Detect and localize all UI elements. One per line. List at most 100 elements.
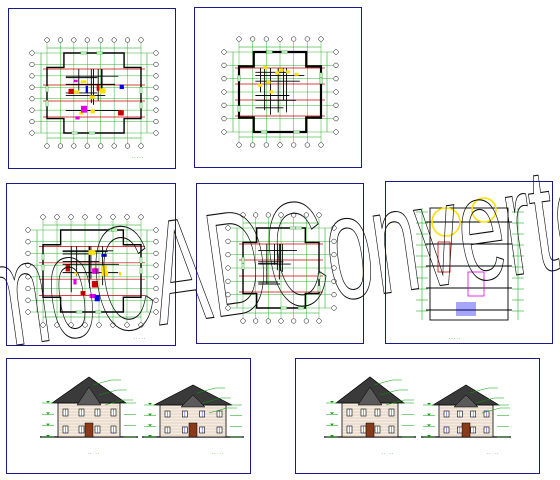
axis-bubble [221, 76, 227, 82]
axis-bubble [25, 297, 31, 303]
axis-bubble [29, 96, 35, 102]
axis-bubble [291, 212, 297, 218]
axis-bubble [331, 225, 337, 231]
leader-line [92, 379, 112, 386]
axis-bubble [303, 318, 309, 324]
furniture-block [80, 291, 86, 296]
level-triangle [46, 435, 50, 437]
axis-bubble [29, 84, 35, 90]
leader-line [104, 399, 124, 406]
axis-bubble [153, 239, 159, 245]
window-opening [45, 100, 49, 107]
axis-bubble [57, 143, 63, 149]
window-opening [80, 51, 87, 55]
gable [453, 394, 479, 408]
elevations-a-title-2: ·· ·· [211, 451, 225, 456]
section-drawing [416, 197, 524, 321]
window-opening [317, 285, 321, 293]
axis-bubble [138, 143, 144, 149]
sheet-elevations-b: ·· ·· ·· ·· [295, 358, 540, 474]
axis-bubble [331, 278, 337, 284]
axis-bubble [333, 76, 339, 82]
axis-bubble [221, 89, 227, 95]
axis-bubble [277, 142, 283, 148]
window-opening [280, 306, 287, 310]
ground-floor-plan-drawing [29, 37, 159, 149]
furniture-block [101, 253, 107, 257]
level-triangle [148, 403, 152, 405]
furniture-block [92, 268, 99, 274]
level-triangle [330, 435, 334, 437]
window-opening [41, 264, 45, 271]
furniture-block [118, 110, 124, 116]
axis-bubble [44, 143, 50, 149]
axis-bubble [318, 36, 324, 42]
furniture-block [100, 265, 107, 272]
axis-bubble [82, 322, 88, 328]
axis-bubble [225, 278, 231, 284]
axis-bubble [331, 265, 337, 271]
axis-bubble [29, 107, 35, 113]
axis-bubble [318, 142, 324, 148]
elevations-a-title-1: ·· ·· [87, 451, 101, 456]
window-opening [260, 130, 268, 134]
axis-bubble [153, 84, 159, 90]
axis-bubble [25, 227, 31, 233]
exterior-wall [42, 229, 142, 313]
roof-marker [258, 83, 263, 87]
axis-bubble [68, 214, 74, 220]
leader-line [208, 407, 228, 414]
level-triangle [46, 401, 50, 403]
leader-line [373, 379, 393, 386]
window-opening [317, 272, 321, 280]
axis-bubble [25, 286, 31, 292]
axis-bubble [153, 73, 159, 79]
elevations-b-title-1: ·· ·· [381, 451, 395, 456]
axis-bubble [253, 318, 259, 324]
axis-bubble [125, 37, 131, 43]
axis-bubble [221, 62, 227, 68]
entrance-door [188, 422, 198, 438]
detail-circle [471, 197, 497, 223]
axis-bubble [333, 129, 339, 135]
axis-bubble [40, 214, 46, 220]
leader-line [202, 397, 222, 404]
second-floor-plan-title: ····· [133, 336, 147, 341]
furniture-block [96, 84, 100, 91]
window-opening [237, 105, 241, 112]
entrance-door [365, 422, 375, 438]
axis-bubble [138, 37, 144, 43]
axis-bubble [265, 212, 271, 218]
axis-bubble [221, 129, 227, 135]
roof-marker [275, 71, 280, 75]
axis-bubble [333, 116, 339, 122]
axis-bubble [253, 212, 259, 218]
window-opening [266, 50, 273, 54]
second-floor-plan-drawing [25, 214, 159, 328]
axis-bubble [44, 37, 50, 43]
sheet-ground-floor-plan: ····· [8, 8, 176, 169]
furniture-block [73, 278, 77, 285]
axis-bubble [153, 96, 159, 102]
roof-marker [263, 66, 268, 70]
axis-bubble [221, 102, 227, 108]
axis-bubble [29, 130, 35, 136]
window-opening [75, 310, 83, 314]
furniture-block [74, 272, 78, 275]
exterior-wall [237, 50, 323, 134]
window-opening [45, 85, 49, 93]
leader-line [196, 387, 216, 394]
level-triangle [330, 423, 334, 426]
elevations-b-title-2: ·· ·· [486, 451, 500, 456]
axis-bubble [291, 36, 297, 42]
axis-bubble [153, 286, 159, 292]
window-opening [295, 226, 302, 230]
axis-bubble [138, 322, 144, 328]
axis-bubble [265, 318, 271, 324]
furniture-block [101, 270, 109, 277]
axis-bubble [153, 130, 159, 136]
axis-bubble [25, 239, 31, 245]
axis-bubble [25, 262, 31, 268]
level-triangle [427, 435, 431, 437]
roof-marker [279, 68, 284, 72]
